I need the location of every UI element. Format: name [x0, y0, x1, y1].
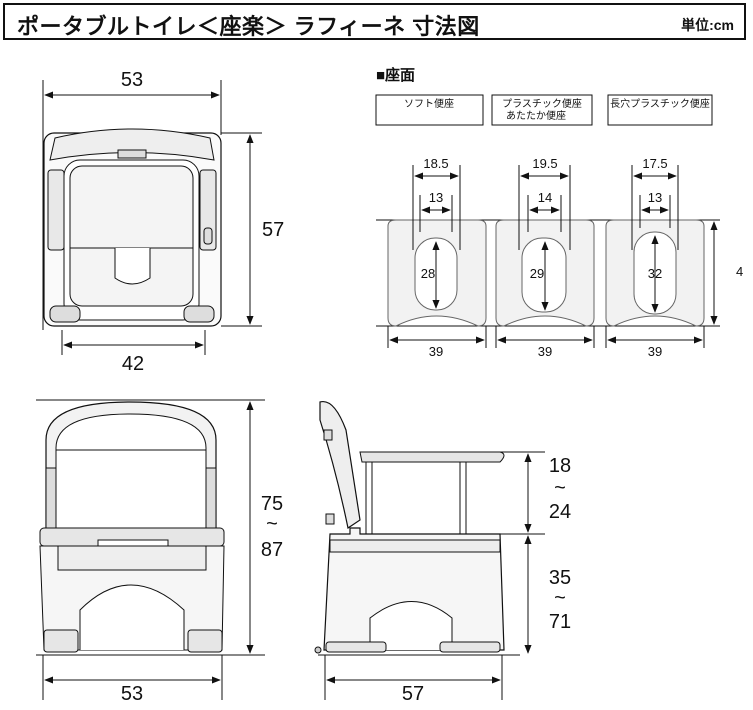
- seat3-length: 32: [648, 266, 662, 281]
- seat1-length: 28: [421, 266, 435, 281]
- seat2-length: 29: [530, 266, 544, 281]
- seat-label-box-3: 長穴プラスチック便座: [607, 94, 713, 126]
- seat1-inner-width: 13: [429, 190, 443, 205]
- top-view: [42, 80, 262, 355]
- seat-heading: ■座面: [376, 66, 415, 84]
- dim-inner-width: 42: [122, 353, 144, 375]
- seat2-base: 39: [538, 344, 552, 359]
- armrest-height-sep: ~: [554, 477, 566, 499]
- side-view: [314, 400, 545, 700]
- armrest-height-top: 18: [549, 455, 571, 477]
- seat-height: 4: [736, 264, 743, 279]
- svg-text:ソフト便座: ソフト便座: [404, 97, 454, 110]
- seat3-base: 39: [648, 344, 662, 359]
- page-title: ポータブルトイレ＜座楽＞ ラフィーネ 寸法図: [17, 14, 480, 39]
- seat1-base: 39: [429, 344, 443, 359]
- unit-label: 単位:cm: [681, 17, 734, 33]
- seat3-inner-width: 13: [648, 190, 662, 205]
- seat-height-top: 35: [549, 567, 571, 589]
- front-height-top: 75: [261, 493, 283, 515]
- front-height-sep: ~: [266, 513, 278, 535]
- title-bar: ポータブルトイレ＜座楽＞ ラフィーネ 寸法図 単位:cm: [3, 3, 746, 40]
- armrest-height-bottom: 24: [549, 501, 571, 523]
- seat-label-box-1: ソフト便座: [375, 94, 484, 126]
- front-width: 53: [121, 683, 143, 705]
- front-view: [36, 399, 265, 700]
- svg-text:あたたか便座: あたたか便座: [506, 109, 566, 122]
- seat-height-sep: ~: [554, 587, 566, 609]
- dim-top-width: 53: [121, 69, 143, 91]
- dim-top-depth: 57: [262, 219, 284, 241]
- svg-text:長穴プラスチック便座: 長穴プラスチック便座: [610, 97, 710, 110]
- seat2-inner-width: 14: [538, 190, 552, 205]
- svg-text:プラスチック便座: プラスチック便座: [502, 97, 582, 110]
- seat2-outer-width: 19.5: [532, 156, 557, 171]
- side-depth: 57: [402, 683, 424, 705]
- seat-label-box-2: プラスチック便座 あたたか便座: [491, 94, 593, 126]
- front-height-bottom: 87: [261, 539, 283, 561]
- seat3-outer-width: 17.5: [642, 156, 667, 171]
- seat-height-bottom: 71: [549, 611, 571, 633]
- seat1-outer-width: 18.5: [423, 156, 448, 171]
